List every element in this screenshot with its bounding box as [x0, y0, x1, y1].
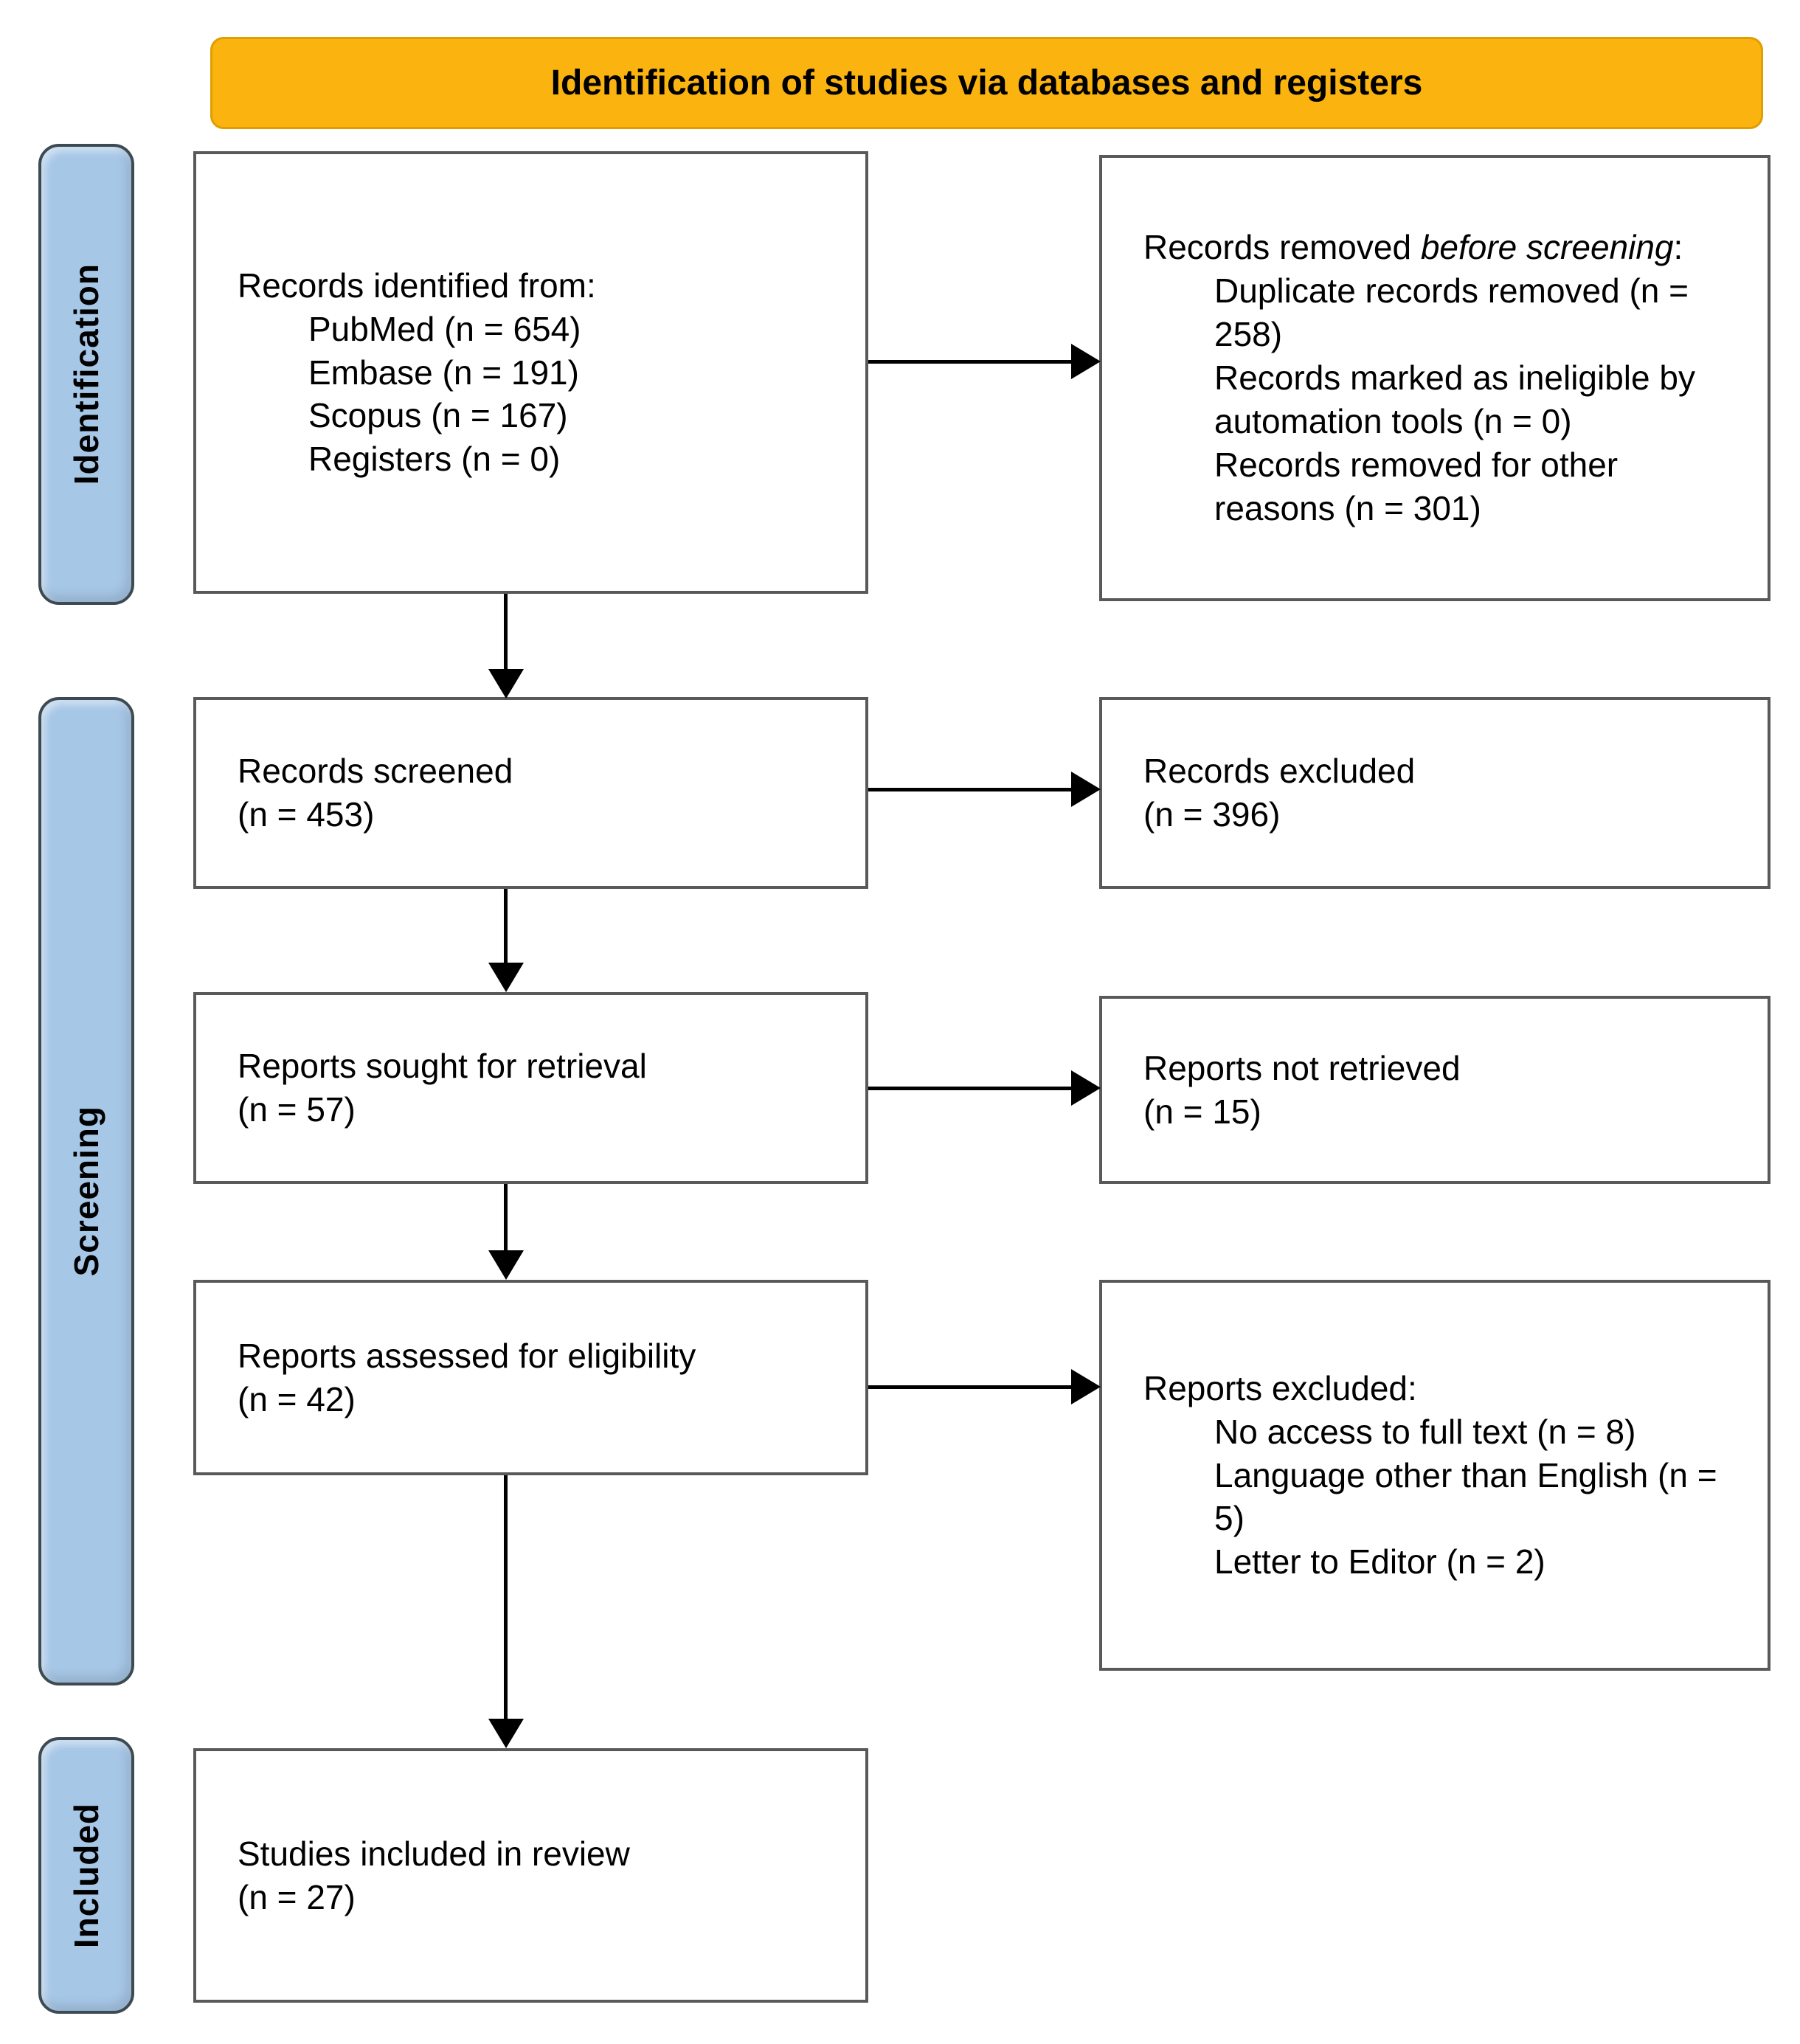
arrow-assessed-to-included-line: [504, 1475, 508, 1720]
arrow-assessed-to-reportsexcluded-head: [1071, 1369, 1101, 1404]
box-records-screened-line1: Records screened: [238, 752, 513, 791]
stage-screening: Screening: [38, 697, 134, 1686]
box-reports-sought-line1: Reports sought for retrieval: [238, 1047, 647, 1086]
arrow-screened-to-sought-head: [488, 963, 524, 992]
box-records-removed: Records removed before screening: Duplic…: [1099, 155, 1770, 601]
arrow-identified-to-screened-line: [504, 594, 508, 672]
box-records-removed-list: Duplicate records removed (n = 258)Recor…: [1143, 269, 1741, 530]
box-studies-included: Studies included in review (n = 27): [193, 1748, 868, 2003]
arrow-identified-to-removed-line: [868, 360, 1073, 364]
box-records-removed-intro: Records removed before screening:: [1143, 226, 1741, 269]
list-item: Scopus (n = 167): [308, 396, 568, 435]
box-records-identified-list: PubMed (n = 654) Embase (n = 191) Scopus (…: [238, 308, 839, 482]
box-records-identified-intro: Records identified from:: [238, 266, 596, 305]
list-item: Language other than English (n = 5): [1214, 1455, 1717, 1538]
stage-identification: Identification: [38, 144, 134, 605]
stage-included-label: Included: [67, 1802, 105, 1949]
arrow-assessed-to-reportsexcluded-line: [868, 1385, 1073, 1389]
box-records-screened-line2: (n = 453): [238, 795, 375, 834]
box-reports-assessed-line2: (n = 42): [238, 1379, 356, 1418]
records-removed-intro-suffix: :: [1673, 228, 1683, 267]
arrow-screened-to-sought-line: [504, 889, 508, 964]
arrow-sought-to-notretrieved-line: [868, 1087, 1073, 1090]
box-reports-excluded-intro: Reports excluded:: [1143, 1368, 1417, 1407]
banner-title-text: Identification of studies via databases …: [550, 63, 1423, 103]
records-removed-intro-prefix: Records removed: [1143, 228, 1421, 267]
box-reports-not-retrieved-line2: (n = 15): [1143, 1092, 1261, 1131]
banner-title: Identification of studies via databases …: [210, 37, 1763, 129]
stage-screening-label: Screening: [67, 1106, 105, 1277]
box-records-excluded: Records excluded (n = 396): [1099, 697, 1770, 889]
box-reports-excluded-list: No access to full text (n = 8) Language o…: [1143, 1410, 1741, 1584]
arrow-identified-to-screened-head: [488, 669, 524, 699]
records-removed-intro-italic: before screening: [1420, 228, 1674, 267]
box-studies-included-line1: Studies included in review: [238, 1834, 630, 1873]
box-reports-sought: Reports sought for retrieval (n = 57): [193, 992, 868, 1184]
stage-included: Included: [38, 1737, 134, 2014]
arrow-sought-to-assessed-head: [488, 1250, 524, 1280]
box-records-screened: Records screened (n = 453): [193, 697, 868, 889]
stage-identification-label: Identification: [67, 263, 105, 485]
box-reports-excluded: Reports excluded: No access to full text…: [1099, 1280, 1770, 1671]
box-records-excluded-line1: Records excluded: [1143, 752, 1416, 791]
list-item: Records marked as ineligible by automati…: [1214, 358, 1695, 440]
list-item: Registers (n = 0): [308, 440, 561, 479]
list-item: PubMed (n = 654): [308, 309, 581, 348]
box-reports-not-retrieved: Reports not retrieved (n = 15): [1099, 996, 1770, 1184]
arrow-screened-to-excluded-head: [1071, 772, 1101, 807]
arrow-sought-to-notretrieved-head: [1071, 1070, 1101, 1106]
list-item: No access to full text (n = 8): [1214, 1412, 1636, 1451]
arrow-screened-to-excluded-line: [868, 788, 1073, 791]
box-studies-included-line2: (n = 27): [238, 1877, 356, 1916]
box-reports-assessed-line1: Reports assessed for eligibility: [238, 1336, 696, 1375]
arrow-sought-to-assessed-line: [504, 1184, 508, 1252]
list-item: Letter to Editor (n = 2): [1214, 1542, 1545, 1581]
box-reports-assessed: Reports assessed for eligibility (n = 42…: [193, 1280, 868, 1475]
box-reports-not-retrieved-line1: Reports not retrieved: [1143, 1048, 1461, 1087]
list-item: Records removed for other reasons (n = 3…: [1214, 445, 1619, 527]
box-reports-sought-line2: (n = 57): [238, 1090, 356, 1129]
arrow-assessed-to-included-head: [488, 1719, 524, 1748]
list-item: Embase (n = 191): [308, 353, 579, 392]
box-records-excluded-line2: (n = 396): [1143, 795, 1281, 834]
list-item: Duplicate records removed (n = 258): [1214, 271, 1689, 354]
box-records-identified: Records identified from: PubMed (n = 654…: [193, 151, 868, 594]
arrow-identified-to-removed-head: [1071, 344, 1101, 379]
